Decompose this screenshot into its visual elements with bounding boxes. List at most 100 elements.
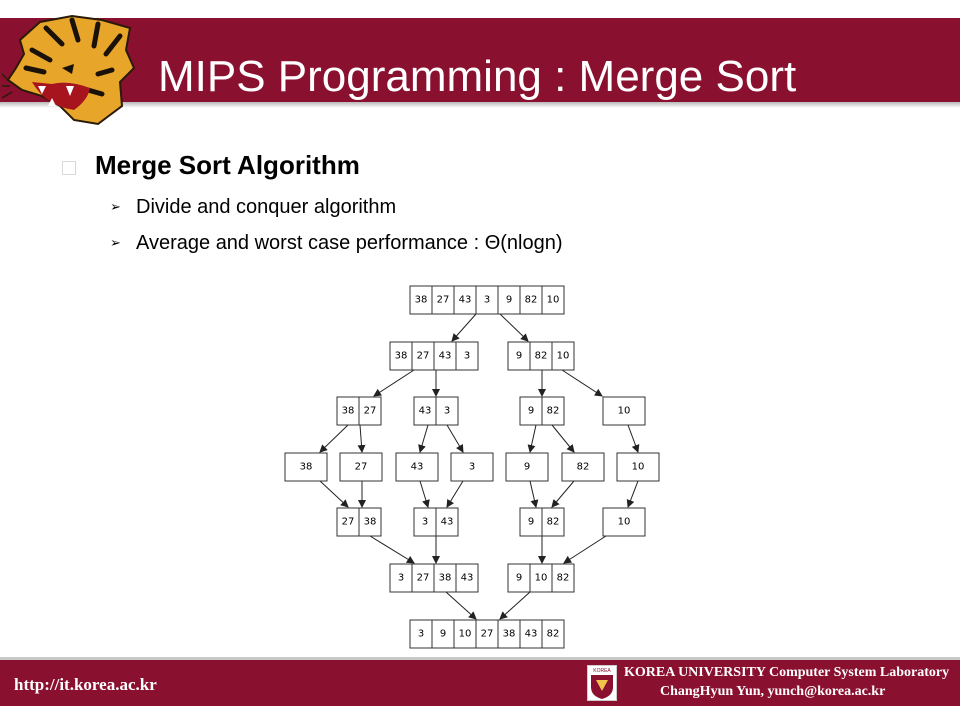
array-value: 3 [418, 629, 424, 640]
array-value: 10 [547, 295, 560, 306]
arrowhead-bullet-icon: ➢ [110, 199, 121, 214]
array-value: 82 [557, 573, 570, 584]
array-value: 9 [528, 406, 534, 417]
array-box: 9 82 10 [507, 341, 575, 371]
array-value: 38 [439, 573, 452, 584]
tree-arrow [499, 313, 529, 342]
array-cell: 9 [431, 619, 455, 649]
footer-url: http://it.korea.ac.kr [14, 675, 157, 694]
array-box: 27 [339, 452, 383, 482]
tree-arrow [527, 424, 537, 453]
array-value: 43 [525, 629, 538, 640]
tree-arrow [499, 591, 531, 620]
tree-arrow [551, 424, 575, 453]
array-cell: 38 [284, 452, 328, 482]
tree-arrow [373, 369, 415, 397]
array-value: 10 [459, 629, 472, 640]
array-cell: 9 [497, 285, 521, 315]
array-value: 9 [516, 351, 522, 362]
array-cell: 82 [529, 341, 553, 371]
title-bar [0, 18, 960, 108]
array-cell: 10 [602, 507, 646, 537]
array-value: 82 [535, 351, 548, 362]
array-value: 43 [411, 462, 424, 473]
array-cell: 38 [409, 285, 433, 315]
tree-arrow [419, 480, 430, 508]
array-cell: 10 [551, 341, 575, 371]
array-cell: 82 [541, 396, 565, 426]
array-box: 10 [602, 396, 646, 426]
array-cell: 43 [435, 507, 459, 537]
array-value: 9 [440, 629, 446, 640]
array-cell: 82 [519, 285, 543, 315]
tree-arrow [451, 313, 477, 342]
array-cell: 43 [453, 285, 477, 315]
array-cell: 10 [453, 619, 477, 649]
array-box: 43 [395, 452, 439, 482]
array-value: 3 [469, 462, 475, 473]
tree-arrow [446, 480, 464, 508]
array-box: 3 [450, 452, 494, 482]
array-box: 9 [505, 452, 549, 482]
array-value: 10 [618, 406, 631, 417]
array-value: 38 [395, 351, 408, 362]
footer-author: ChangHyun Yun, yunch@korea.ac.kr [660, 684, 886, 699]
array-cell: 3 [455, 341, 479, 371]
array-value: 27 [364, 406, 377, 417]
array-cell: 3 [435, 396, 459, 426]
array-cell: 38 [389, 341, 413, 371]
array-cell: 43 [395, 452, 439, 482]
array-value: 43 [419, 406, 432, 417]
section-heading: Merge Sort Algorithm [95, 150, 360, 180]
tree-arrow [563, 535, 607, 564]
array-value: 27 [481, 629, 494, 640]
array-cell: 43 [519, 619, 543, 649]
array-value: 27 [417, 351, 430, 362]
array-cell: 27 [358, 396, 382, 426]
array-value: 43 [439, 351, 452, 362]
array-cell: 9 [519, 507, 543, 537]
bullet-item: ➢Average and worst case performance : Θ(… [110, 230, 563, 256]
array-box: 10 [602, 507, 646, 537]
arrowhead-bullet-icon: ➢ [110, 235, 121, 250]
array-cell: 38 [497, 619, 521, 649]
array-cell: 27 [336, 507, 360, 537]
array-cell: 9 [519, 396, 543, 426]
array-value: 9 [524, 462, 530, 473]
array-value: 3 [444, 406, 450, 417]
array-cell: 38 [358, 507, 382, 537]
array-value: 9 [506, 295, 512, 306]
tree-arrow [561, 369, 603, 397]
array-value: 38 [342, 406, 355, 417]
array-box: 9 82 [519, 396, 565, 426]
array-cell: 3 [409, 619, 433, 649]
tree-arrow [626, 480, 639, 508]
array-cell: 3 [389, 563, 413, 593]
array-cell: 3 [475, 285, 499, 315]
array-value: 38 [364, 517, 377, 528]
array-value: 27 [342, 517, 355, 528]
tree-arrow [319, 424, 349, 453]
tree-arrow [319, 480, 349, 508]
array-cell: 82 [551, 563, 575, 593]
array-cell: 82 [541, 619, 565, 649]
array-value: 3 [464, 351, 470, 362]
array-cell: 9 [507, 563, 531, 593]
tree-arrow [627, 424, 640, 453]
slide-title: MIPS Programming : Merge Sort [158, 52, 797, 101]
array-cell: 27 [411, 341, 435, 371]
array-cell: 9 [507, 341, 531, 371]
array-cell: 10 [529, 563, 553, 593]
array-value: 27 [355, 462, 368, 473]
footer-bar: http://it.korea.ac.kr KOREA KOREA UNIVER… [0, 657, 960, 706]
footer-affiliation: KOREA UNIVERSITY Computer System Laborat… [624, 665, 950, 680]
array-value: 43 [441, 517, 454, 528]
tree-arrow [551, 480, 575, 508]
bullet-text: Divide and conquer algorithm [136, 196, 397, 218]
bullet-item: ➢ Divide and conquer algorithm [110, 194, 396, 220]
array-value: 10 [557, 351, 570, 362]
array-value: 10 [535, 573, 548, 584]
